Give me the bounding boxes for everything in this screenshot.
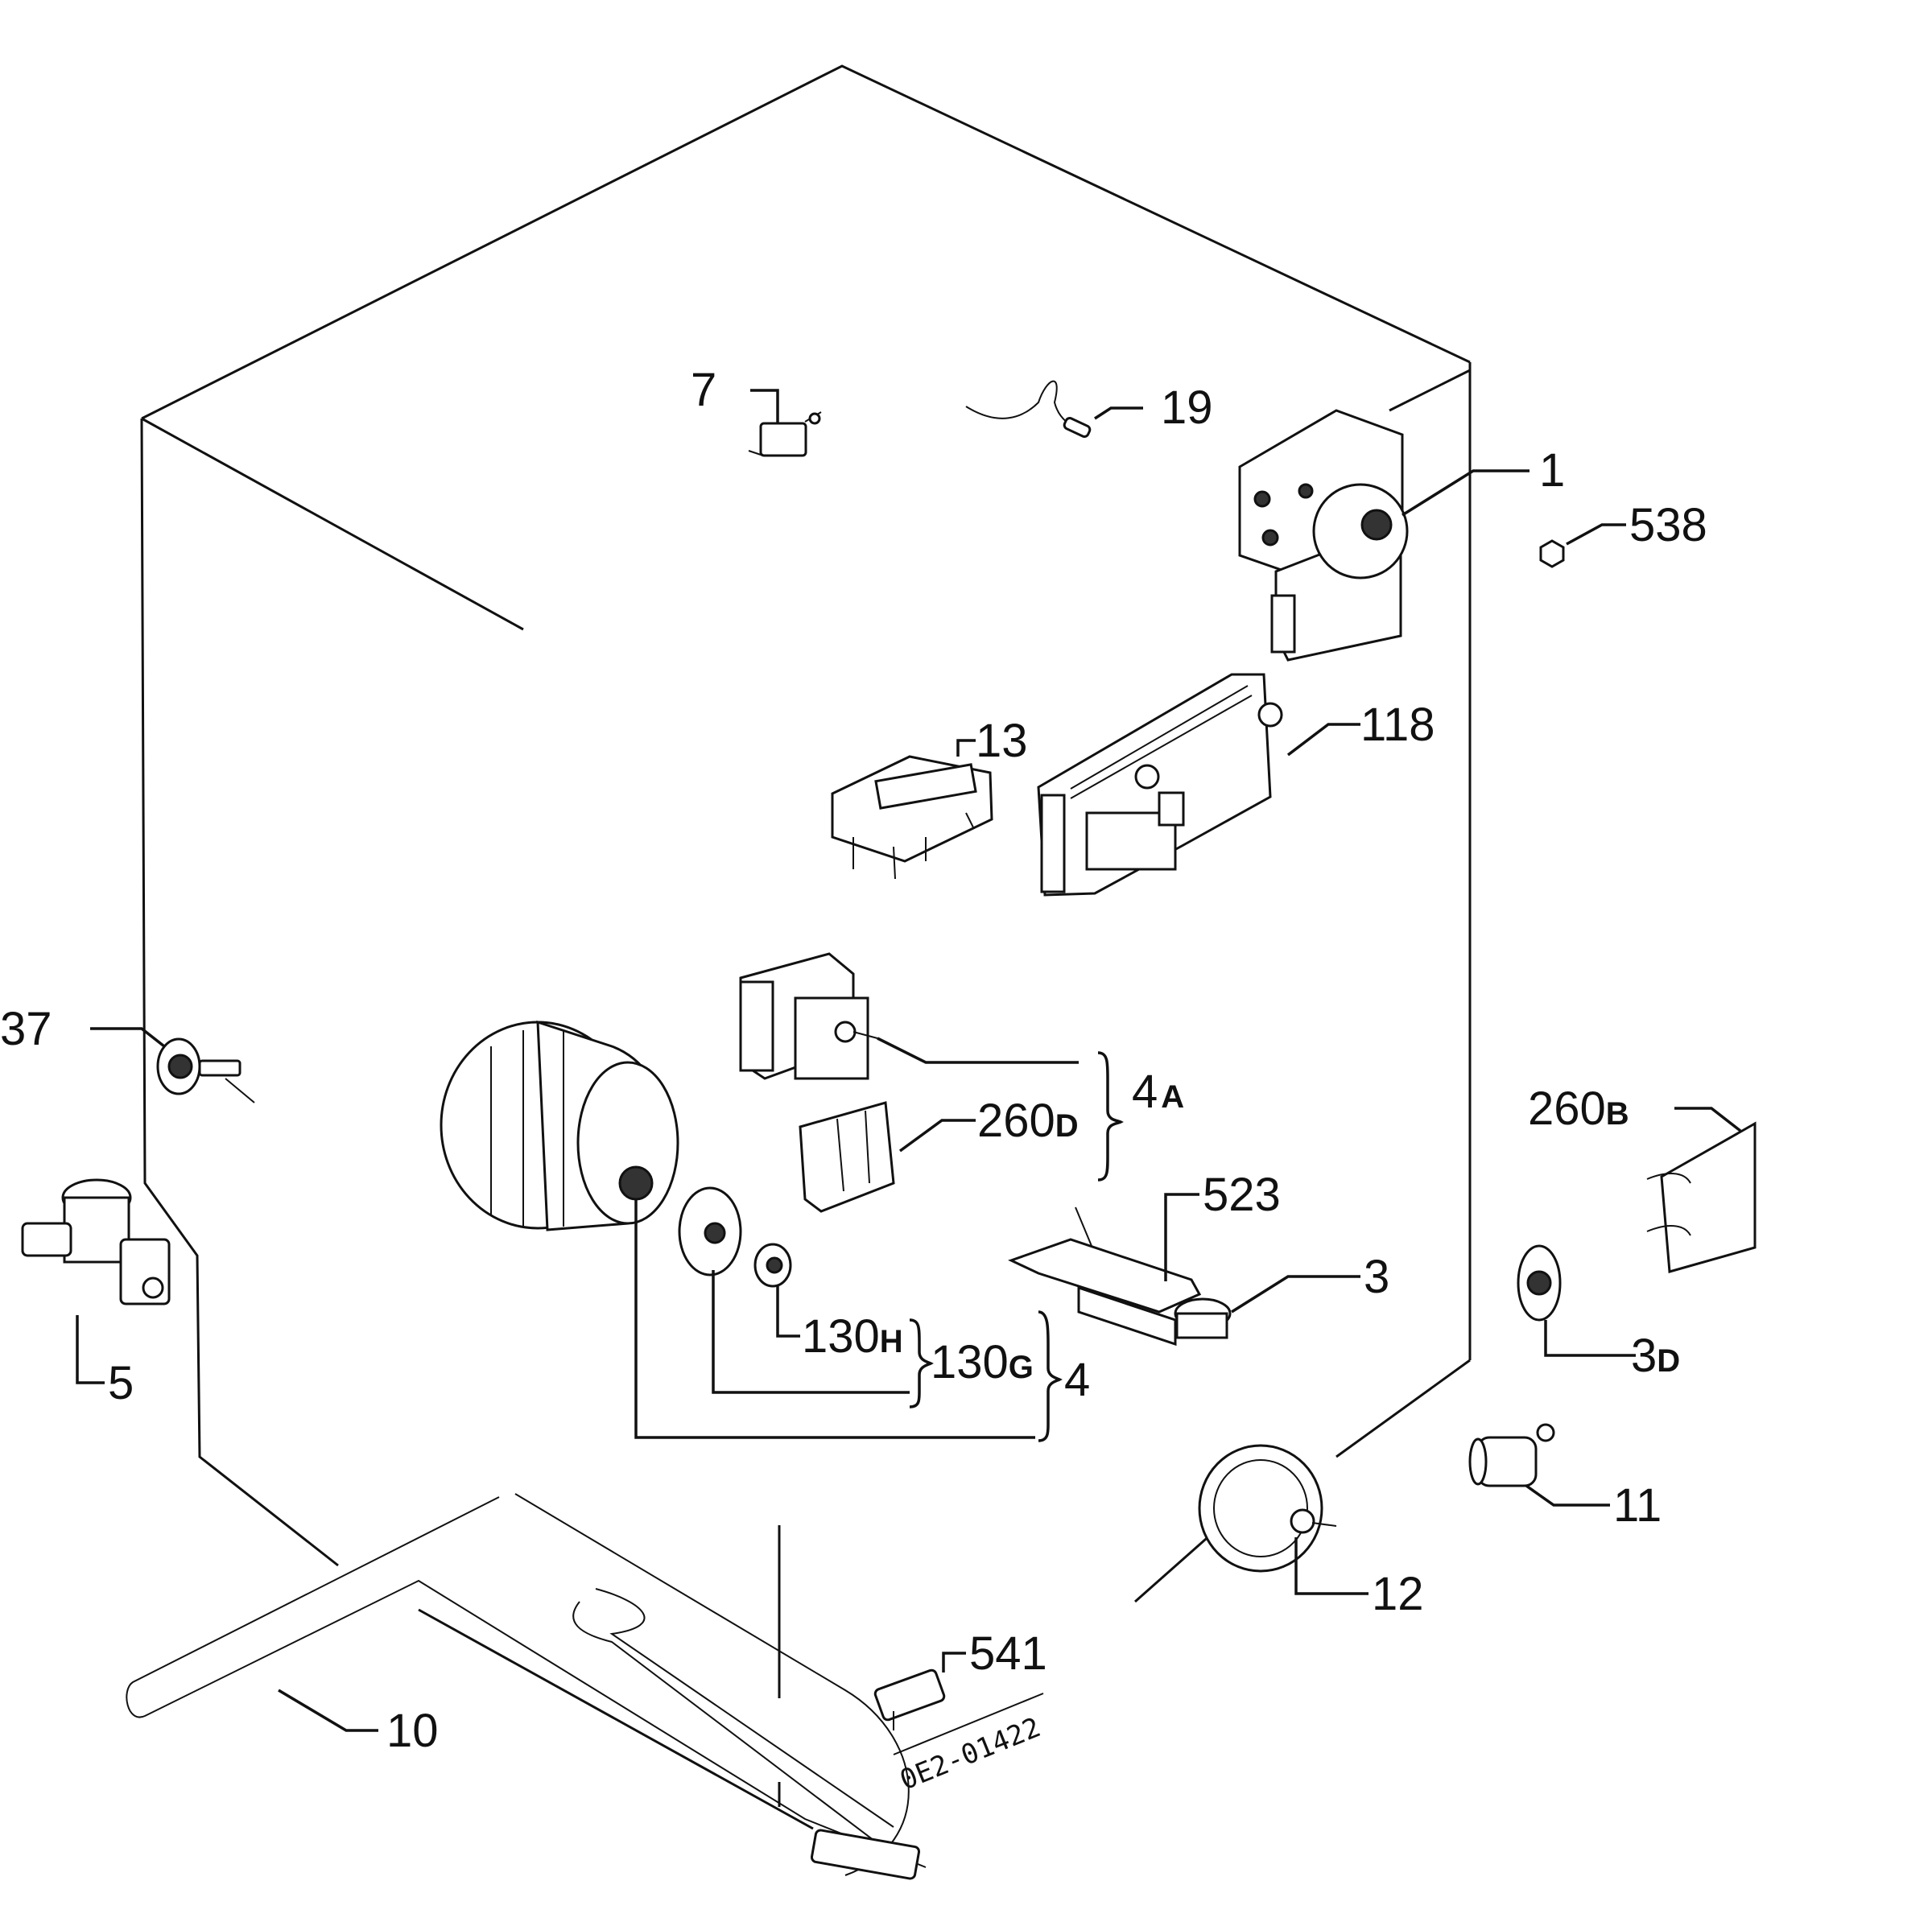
label-523: 523 [1203, 1169, 1281, 1221]
part-118-selector-panel [1037, 673, 1360, 897]
label-12: 12 [1372, 1568, 1424, 1620]
part-3d-thermostat [1517, 1244, 1636, 1357]
label-5: 5 [108, 1357, 134, 1409]
part-1-programmer [1238, 409, 1530, 662]
part-10-heating-element [126, 1493, 927, 1880]
part-13-switch-block [831, 739, 993, 880]
label-260d: 260D [977, 1095, 1079, 1147]
label-118: 118 [1360, 699, 1435, 751]
part-260b-bracket [1646, 1107, 1757, 1273]
part-4a-pump [739, 952, 1079, 1080]
part-130g-pulley [678, 1186, 910, 1394]
label-11: 11 [1613, 1479, 1662, 1532]
label-4: 4 [1064, 1354, 1090, 1406]
label-1: 1 [1539, 444, 1565, 497]
drawing-code-underline [893, 1693, 1044, 1755]
label-130g: 130G [931, 1336, 1034, 1388]
label-3d: 3D [1631, 1330, 1680, 1382]
part-7-switch [748, 389, 822, 457]
label-260b: 260B [1528, 1083, 1629, 1135]
label-130h: 130H [802, 1310, 903, 1363]
part-19-sensor-wire [965, 380, 1143, 438]
label-10: 10 [386, 1705, 439, 1757]
label-538: 538 [1629, 499, 1707, 551]
part-3-thermostat [1174, 1275, 1360, 1339]
part-541-connector [873, 1652, 966, 1730]
part-37-fitting [90, 1027, 255, 1103]
label-37: 37 [0, 1003, 52, 1055]
part-130h-bush [753, 1243, 800, 1338]
label-3: 3 [1364, 1251, 1389, 1303]
label-7: 7 [691, 364, 716, 416]
label-13: 13 [976, 715, 1028, 767]
drawing-code: 0E2-01422 [895, 1711, 1045, 1796]
part-4-motor [440, 1020, 1035, 1439]
label-19: 19 [1161, 382, 1213, 434]
part-12-pressure-switch [1198, 1444, 1368, 1595]
label-541: 541 [969, 1627, 1047, 1680]
brace-marks [909, 1051, 1124, 1442]
part-11-capacitor [1468, 1423, 1610, 1507]
cabinet-outline [140, 64, 1472, 1830]
part-260d-bracket [799, 1101, 976, 1213]
part-538-nut [1539, 523, 1626, 568]
part-5-inlet-valve [21, 1178, 171, 1384]
part-523-plate [1008, 1193, 1202, 1347]
